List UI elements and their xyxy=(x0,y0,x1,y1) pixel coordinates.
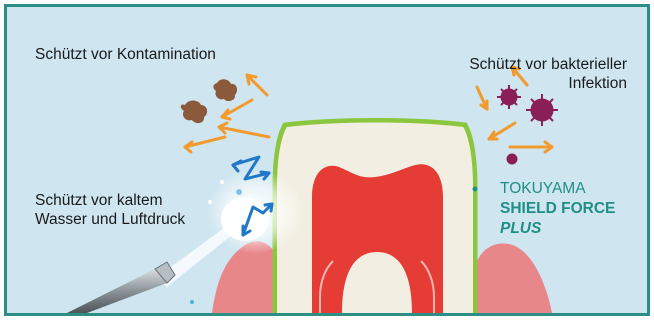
label-cold-water: Schützt vor kaltem Wasser und Luftdruck xyxy=(35,191,185,229)
product-name: TOKUYAMA SHIELD FORCE PLUS xyxy=(500,179,615,239)
contamination-particles xyxy=(181,79,237,123)
diagram-frame: Schützt vor Kontamination Schützt vor ba… xyxy=(4,4,650,316)
gum-right xyxy=(477,243,552,313)
label-bacterial-line2: Infektion xyxy=(469,74,627,93)
shield-pointer-dot xyxy=(473,187,478,192)
label-cold-line2: Wasser und Luftdruck xyxy=(35,210,185,229)
label-contamination: Schützt vor Kontamination xyxy=(35,45,216,64)
bacteria xyxy=(497,85,558,164)
brand-line2: SHIELD FORCE xyxy=(500,199,615,219)
label-cold-line1: Schützt vor kaltem xyxy=(35,191,185,210)
brand-line3: PLUS xyxy=(500,219,615,239)
label-bacterial-line1: Schützt vor bakterieller xyxy=(469,55,627,74)
label-bacterial-infection: Schützt vor bakterieller Infektion xyxy=(469,55,627,93)
air-water-nozzle xyxy=(67,269,167,313)
brand-line1: TOKUYAMA xyxy=(500,179,615,199)
